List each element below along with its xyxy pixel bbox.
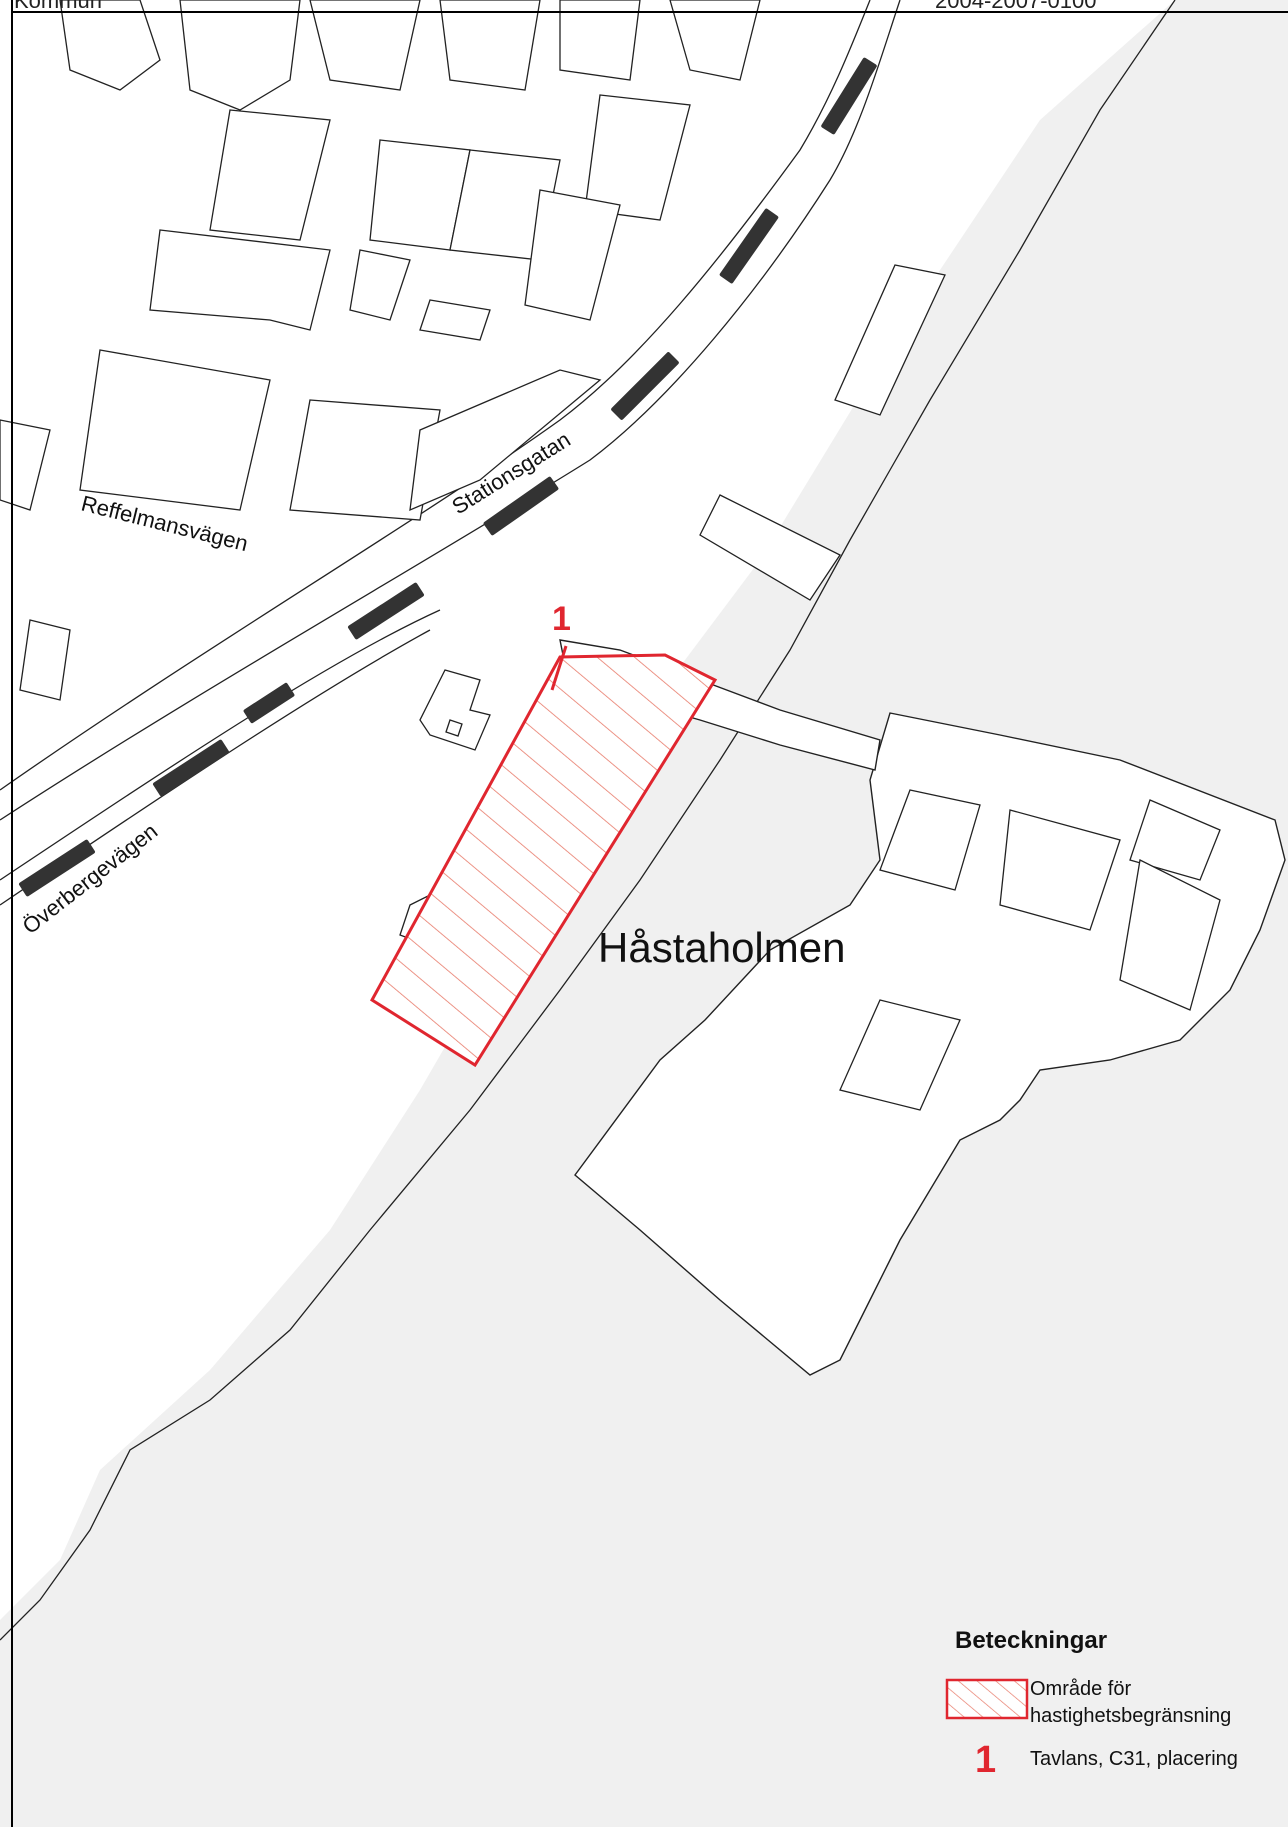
shoreline bbox=[0, 0, 1176, 1641]
coastal-buildings bbox=[699, 264, 946, 601]
road-edge bbox=[0, 0, 871, 791]
legend-zone-label-line1: Område för bbox=[1030, 1678, 1131, 1700]
legend-sign-label: Tavlans, C31, placering bbox=[1030, 1748, 1238, 1770]
legend: Beteckningar Område för hastighetsbegrän… bbox=[945, 1627, 1238, 1781]
sign-number-label: 1 bbox=[552, 600, 571, 638]
speed-limit-zone bbox=[370, 653, 718, 1068]
city-blocks bbox=[0, 0, 761, 701]
legend-title: Beteckningar bbox=[955, 1627, 1107, 1654]
legend-sign-number: 1 bbox=[975, 1739, 996, 1781]
road-edge bbox=[0, 0, 901, 821]
sign-marker-line bbox=[550, 645, 568, 691]
railway bbox=[19, 57, 877, 897]
island-buildings bbox=[839, 789, 1221, 1111]
legend-zone-swatch bbox=[945, 1678, 1029, 1720]
header-right: 2004-2007-0100 bbox=[935, 0, 1096, 13]
road-edge bbox=[0, 609, 441, 881]
header-left: Kommun bbox=[14, 0, 102, 13]
legend-zone-label-line2: hastighetsbegränsning bbox=[1030, 1705, 1231, 1727]
place-label-hastaholmen: Håstaholmen bbox=[598, 924, 845, 971]
